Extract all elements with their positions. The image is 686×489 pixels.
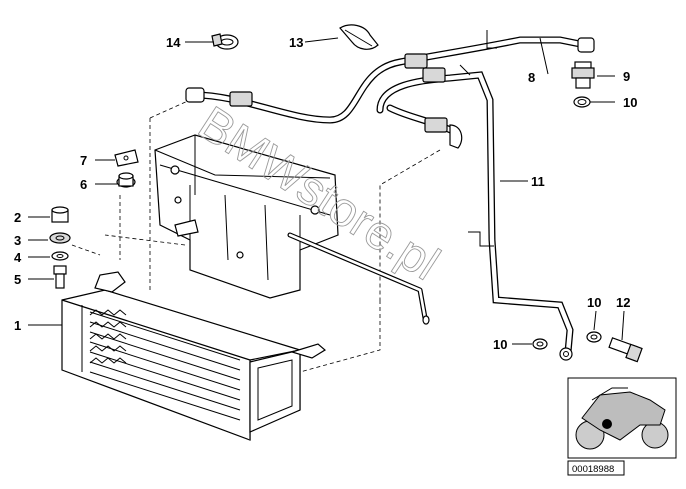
label-4: 4 bbox=[14, 250, 22, 265]
assembly-dashed-lines bbox=[71, 99, 441, 373]
diagram-number: 00018988 bbox=[572, 464, 614, 475]
label-11: 11 bbox=[531, 174, 545, 189]
label-1: 1 bbox=[14, 318, 21, 333]
oil-cooler-icon bbox=[61, 271, 327, 441]
leader-lines bbox=[28, 37, 625, 345]
motorcycle-thumbnail-icon bbox=[567, 377, 677, 459]
banjo-bolt-12 bbox=[608, 337, 643, 363]
label-3: 3 bbox=[14, 233, 21, 248]
adapter-9 bbox=[571, 61, 595, 89]
label-12: 12 bbox=[616, 295, 630, 310]
label-10-left: 10 bbox=[493, 337, 507, 352]
label-13: 13 bbox=[289, 35, 303, 50]
label-14: 14 bbox=[166, 35, 181, 50]
gasket-10-right bbox=[586, 331, 602, 343]
label-8: 8 bbox=[528, 70, 535, 85]
oil-hose-upper bbox=[185, 30, 595, 124]
label-9: 9 bbox=[623, 69, 630, 84]
hose-clamp-14 bbox=[211, 33, 239, 50]
label-7: 7 bbox=[80, 153, 87, 168]
holder-13 bbox=[339, 24, 379, 50]
label-6: 6 bbox=[80, 177, 87, 192]
grommet-6 bbox=[116, 172, 136, 188]
bushing-2 bbox=[51, 206, 69, 223]
washer-4 bbox=[51, 251, 69, 261]
label-2: 2 bbox=[14, 210, 21, 225]
label-10-right: 10 bbox=[587, 295, 601, 310]
oil-hose-lower bbox=[376, 64, 574, 361]
gasket-10-top bbox=[573, 96, 591, 108]
label-5: 5 bbox=[14, 272, 21, 287]
part-number-labels: 14 13 8 9 10 7 6 11 2 3 4 5 1 10 12 10 bbox=[14, 35, 637, 352]
mounting-bracket bbox=[154, 134, 339, 299]
cooler-fins bbox=[89, 309, 241, 421]
washer-3 bbox=[49, 232, 71, 244]
gasket-10-left bbox=[532, 338, 548, 350]
diagram-number-box bbox=[567, 460, 625, 476]
clip-7 bbox=[114, 149, 139, 167]
support-rod bbox=[287, 232, 430, 325]
bolt-5 bbox=[53, 265, 67, 289]
label-10-top: 10 bbox=[623, 95, 637, 110]
